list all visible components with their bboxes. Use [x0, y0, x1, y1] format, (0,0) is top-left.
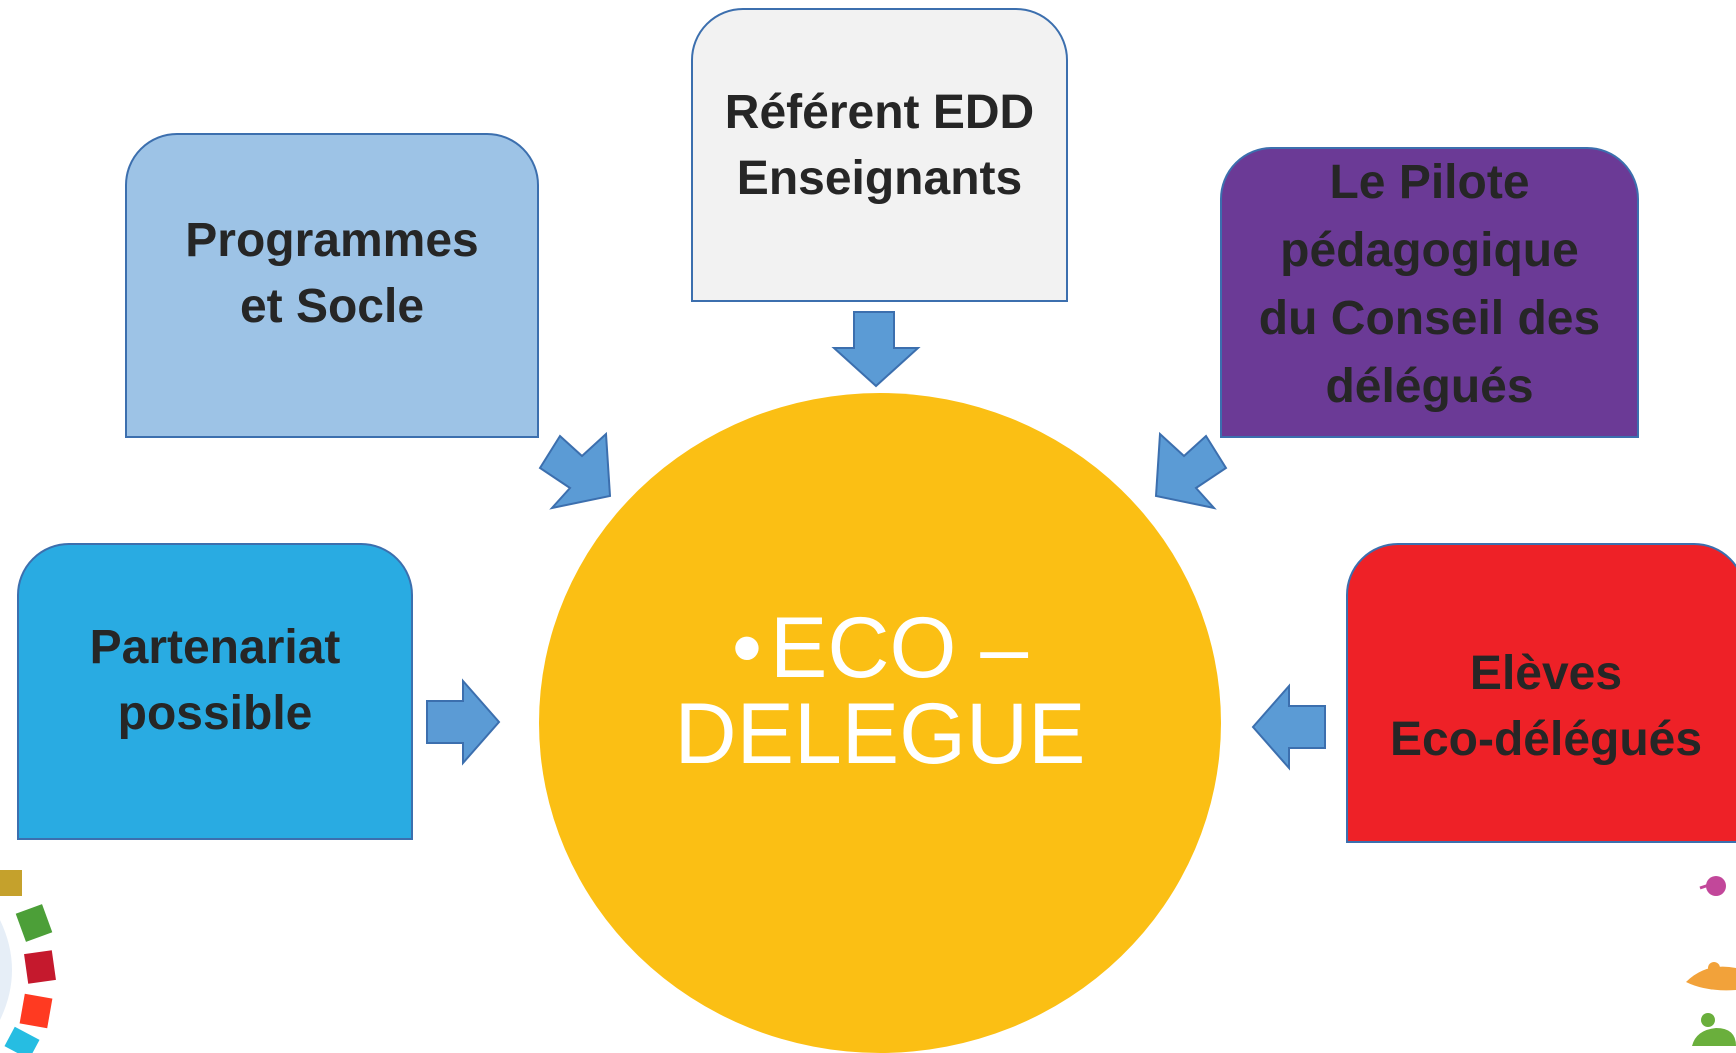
center-bullet: •	[731, 600, 762, 696]
arrow-right-from-partenariat	[426, 678, 501, 766]
box-programmes-line-2: et Socle	[239, 280, 425, 333]
arrow-down-from-referent	[831, 311, 921, 388]
box-pilote-line-3: du Conseil des	[1258, 292, 1601, 345]
center-title-text-1: ECO –	[770, 600, 1029, 696]
box-pilote-line-2: pédagogique	[1280, 224, 1579, 277]
box-programmes-et-socle: Programmes et Socle	[125, 133, 539, 438]
box-partenariat-line-2: possible	[117, 687, 313, 740]
sdg-wheel-logo-icon	[0, 870, 56, 1053]
box-pilote-pedagogique: Le Pilote pédagogique du Conseil des dél…	[1220, 147, 1639, 438]
box-referent-line-2: Enseignants	[736, 152, 1023, 205]
center-title-line-1: •ECO –	[732, 605, 1028, 691]
center-title-line-2: DELEGUE	[674, 686, 1086, 782]
box-partenariat-line-1: Partenariat	[89, 621, 341, 674]
box-eleves-eco-delegues: Elèves Eco-délégués	[1346, 543, 1736, 843]
box-pilote-line-4: délégués	[1325, 360, 1534, 413]
box-eleves-line-2: Eco-délégués	[1389, 713, 1703, 766]
box-programmes-line-1: Programmes	[185, 214, 479, 267]
arrow-diagonal-from-programmes	[538, 431, 612, 510]
arrow-left-from-eleves	[1251, 683, 1326, 771]
box-eleves-line-1: Elèves	[1469, 647, 1623, 700]
center-circle-eco-delegue: •ECO – DELEGUE	[539, 393, 1221, 1053]
box-referent-edd: Référent EDD Enseignants	[691, 8, 1068, 302]
box-pilote-line-1: Le Pilote	[1329, 156, 1530, 209]
arrow-diagonal-from-pilote	[1154, 431, 1228, 510]
box-referent-line-1: Référent EDD	[724, 86, 1035, 139]
corner-illustration-icon	[1686, 876, 1736, 1046]
box-partenariat: Partenariat possible	[17, 543, 413, 840]
